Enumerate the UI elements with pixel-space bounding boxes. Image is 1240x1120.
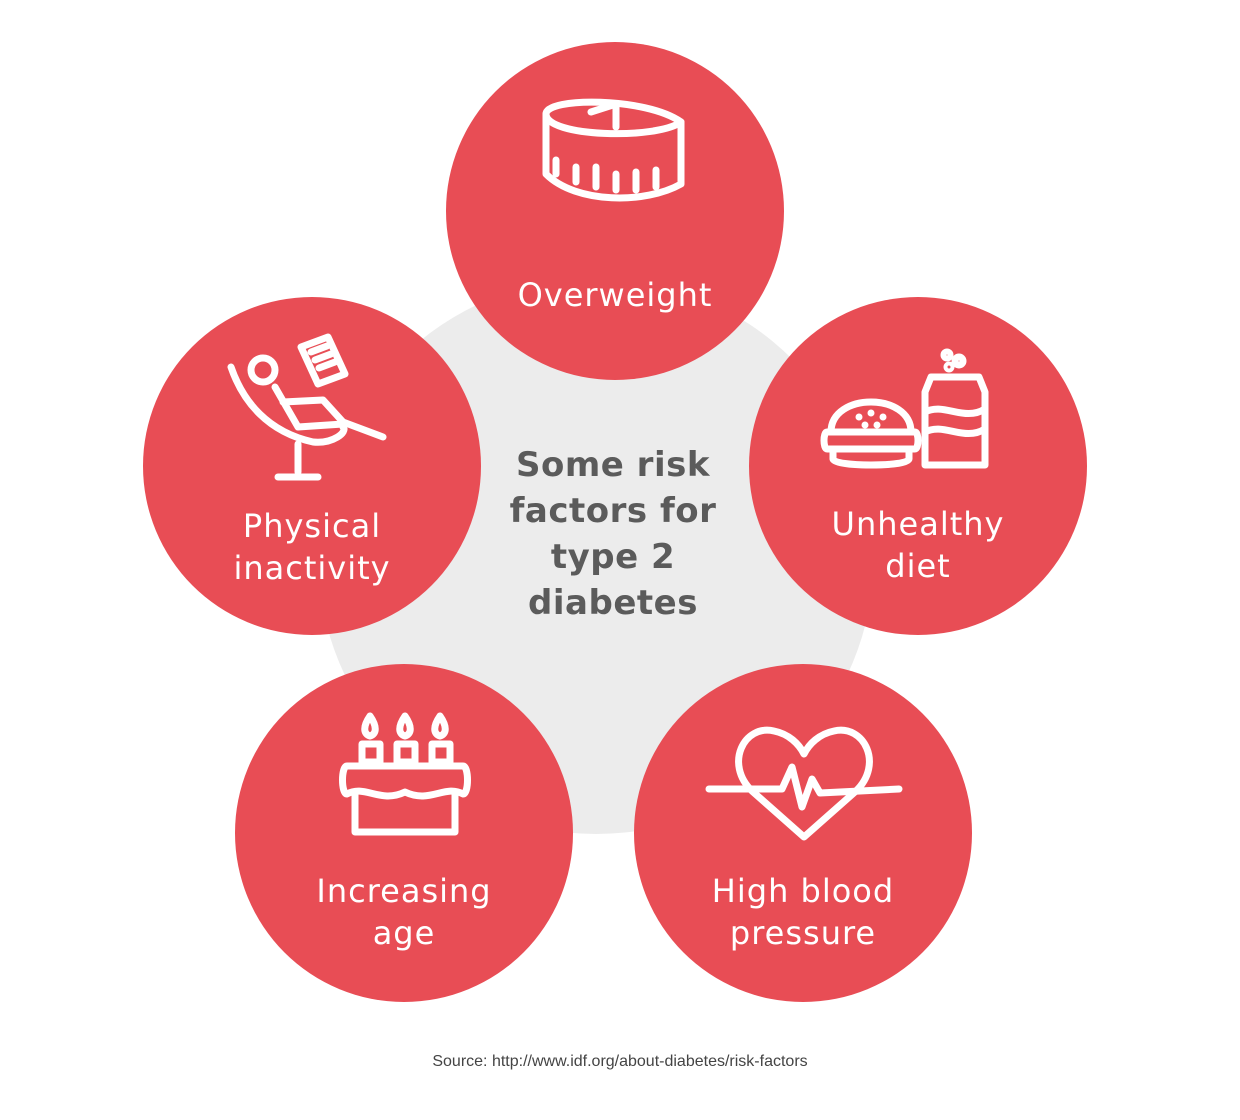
measuring-tape-icon [542, 98, 685, 202]
burger-and-soda-icon [820, 348, 989, 469]
factor-overweight: Overweight [446, 42, 784, 380]
reclining-reader-icon [227, 333, 387, 481]
factor-label: Overweight [517, 276, 713, 314]
factor-label: High blood pressure [711, 872, 895, 952]
factor-label: Increasing age [316, 872, 492, 952]
source-citation: Source: http://www.idf.org/about-diabete… [432, 1053, 808, 1070]
factor-unhealthy-diet: Unhealthy diet [749, 297, 1087, 635]
factor-physical-inactivity: Physical inactivity [143, 297, 481, 635]
heartbeat-icon [705, 726, 903, 841]
factor-increasing-age: Increasing age [235, 664, 573, 1002]
factor-high-blood-pressure: High blood pressure [634, 664, 972, 1002]
factor-label: Unhealthy diet [831, 505, 1005, 585]
birthday-cake-icon [339, 712, 471, 836]
factor-label: Physical inactivity [233, 507, 391, 587]
center-title: Some risk factors for type 2 diabetes [509, 445, 717, 623]
